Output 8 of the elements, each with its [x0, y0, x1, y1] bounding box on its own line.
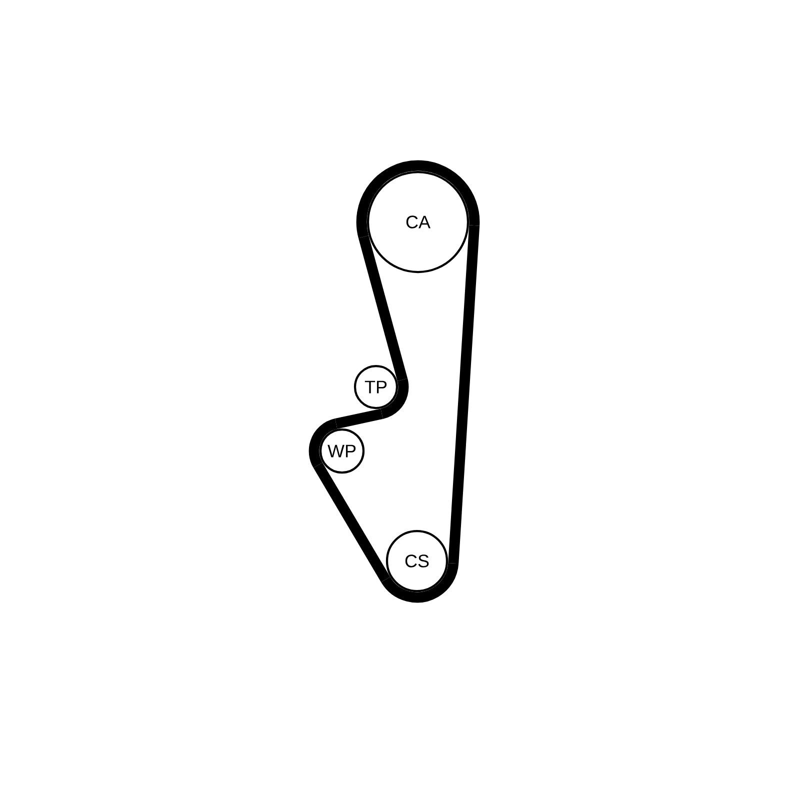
pulley: WP — [319, 428, 365, 474]
pulley: TP — [354, 364, 398, 410]
pulley: CA — [366, 170, 470, 274]
pulley: CS — [386, 530, 448, 592]
belt — [313, 462, 390, 582]
belt — [335, 408, 383, 429]
belt — [448, 225, 480, 564]
belt — [358, 235, 408, 382]
